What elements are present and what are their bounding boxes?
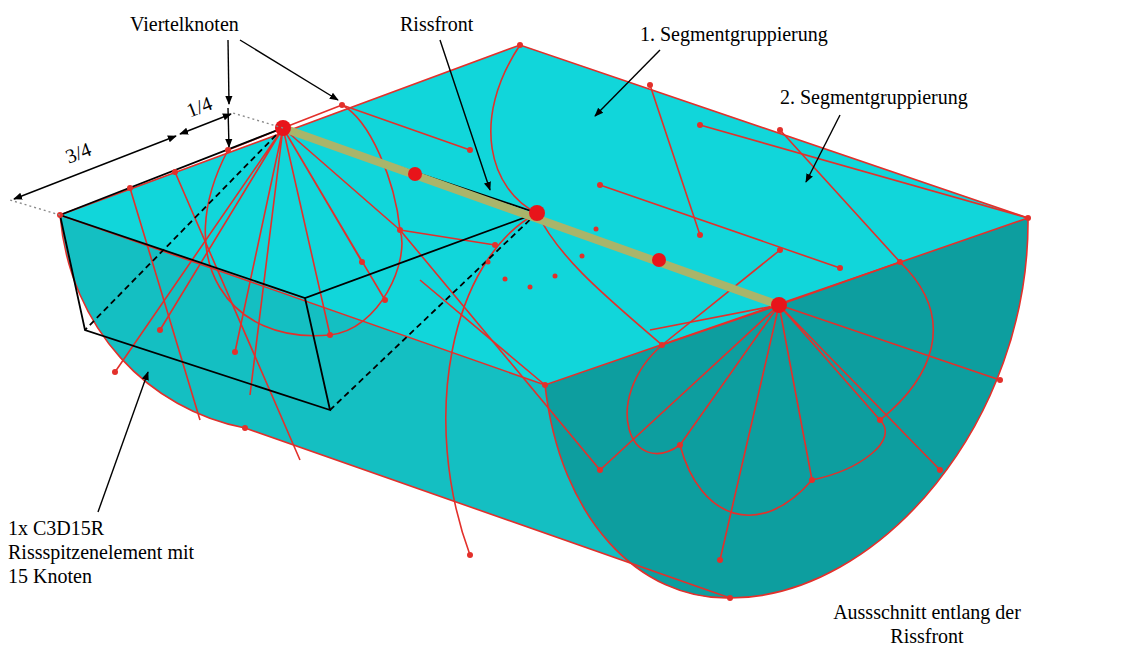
- segment-label: 2. Segmentgruppierung: [780, 85, 968, 109]
- mesh-part: [127, 185, 133, 191]
- mesh-part: [594, 227, 599, 232]
- dimension-lines: [10, 113, 283, 215]
- mesh-part: [60, 215, 730, 598]
- crack-front-nodes: [275, 120, 787, 313]
- mesh-part: [397, 227, 403, 233]
- section-note: Aussschnitt entlang der Rissfront: [812, 600, 1042, 648]
- mesh-part: [327, 332, 333, 338]
- mesh-nodes: [57, 42, 1031, 601]
- mesh-part: [600, 262, 1000, 560]
- mesh-part: [232, 349, 238, 355]
- mesh-part: [537, 213, 662, 345]
- mesh-part: [359, 259, 365, 265]
- mesh-part: [205, 105, 402, 336]
- mesh-part: [486, 260, 491, 265]
- mesh-part: [652, 253, 666, 267]
- mesh-part: [382, 297, 388, 303]
- mesh-part: [14, 136, 176, 199]
- mesh-part: [627, 262, 933, 515]
- dimension-label: 3/4: [62, 137, 94, 169]
- mesh-part: [553, 274, 558, 279]
- leader-arrows: [98, 40, 840, 512]
- crack-front-label: Rissfront: [400, 12, 473, 36]
- mesh-part: [597, 467, 603, 473]
- top-face: [60, 45, 1028, 385]
- solid-body: [60, 45, 1028, 598]
- mesh-part: [112, 369, 118, 375]
- mesh-part: [806, 115, 840, 182]
- mesh-lines: [60, 45, 1028, 598]
- mesh-part: [727, 595, 733, 601]
- mesh-part: [440, 40, 490, 190]
- crack-tip-element-outline: [60, 128, 537, 410]
- mesh-part: [115, 105, 400, 395]
- mesh-part: [98, 372, 148, 512]
- mesh-part: [467, 147, 473, 153]
- element-note: 1x C3D15R Rissspitzenelement mit 15 Knot…: [8, 516, 213, 588]
- dimension-label: 1/4: [183, 91, 215, 123]
- mesh-part: [809, 477, 815, 483]
- mesh-part: [157, 327, 163, 333]
- mesh-part: [580, 254, 585, 259]
- mesh-part: [717, 557, 723, 563]
- mesh-part: [542, 382, 548, 388]
- mesh-part: [228, 40, 229, 104]
- mesh-part: [10, 113, 283, 215]
- mesh-part: [1025, 215, 1031, 221]
- mesh-part: [595, 50, 660, 116]
- mesh-part: [937, 467, 943, 473]
- mesh-part: [408, 167, 422, 181]
- mesh-part: [172, 169, 178, 175]
- mesh-part: [528, 285, 533, 290]
- node-label: Viertelknoten: [130, 12, 239, 36]
- mesh-part: [446, 45, 537, 555]
- mesh-part: [697, 122, 703, 128]
- mesh-part: [228, 108, 229, 147]
- mesh-part: [677, 442, 683, 448]
- mesh-part: [897, 259, 903, 265]
- mesh-part: [771, 297, 787, 313]
- mesh-part: [647, 82, 653, 88]
- mesh-part: [517, 42, 523, 48]
- mesh-part: [242, 425, 248, 431]
- mesh-part: [545, 218, 1028, 598]
- mesh-part: [420, 125, 1028, 385]
- mesh-part: [85, 128, 537, 410]
- mesh-part: [777, 247, 783, 253]
- mesh-part: [503, 277, 508, 282]
- mesh-part: [529, 205, 545, 221]
- mesh-part: [342, 85, 900, 345]
- mesh-part: [659, 342, 665, 348]
- crack-front: [283, 128, 779, 305]
- mesh-part: [492, 242, 498, 248]
- dimension-arrows: [14, 108, 231, 199]
- mesh-part: [60, 45, 1028, 385]
- mesh-part: [225, 147, 231, 153]
- mesh-part: [997, 377, 1003, 383]
- mesh-part: [877, 417, 883, 423]
- mesh-part: [60, 215, 330, 410]
- mesh-part: [837, 265, 843, 271]
- mesh-part: [777, 127, 783, 133]
- mesh-part: [697, 232, 703, 238]
- mesh-part: [597, 182, 603, 188]
- mesh-part: [275, 120, 291, 136]
- mesh-part: [467, 552, 473, 558]
- segment-label: 1. Segmentgruppierung: [640, 22, 828, 46]
- mesh-part: [339, 102, 345, 108]
- mesh-part: [240, 40, 338, 100]
